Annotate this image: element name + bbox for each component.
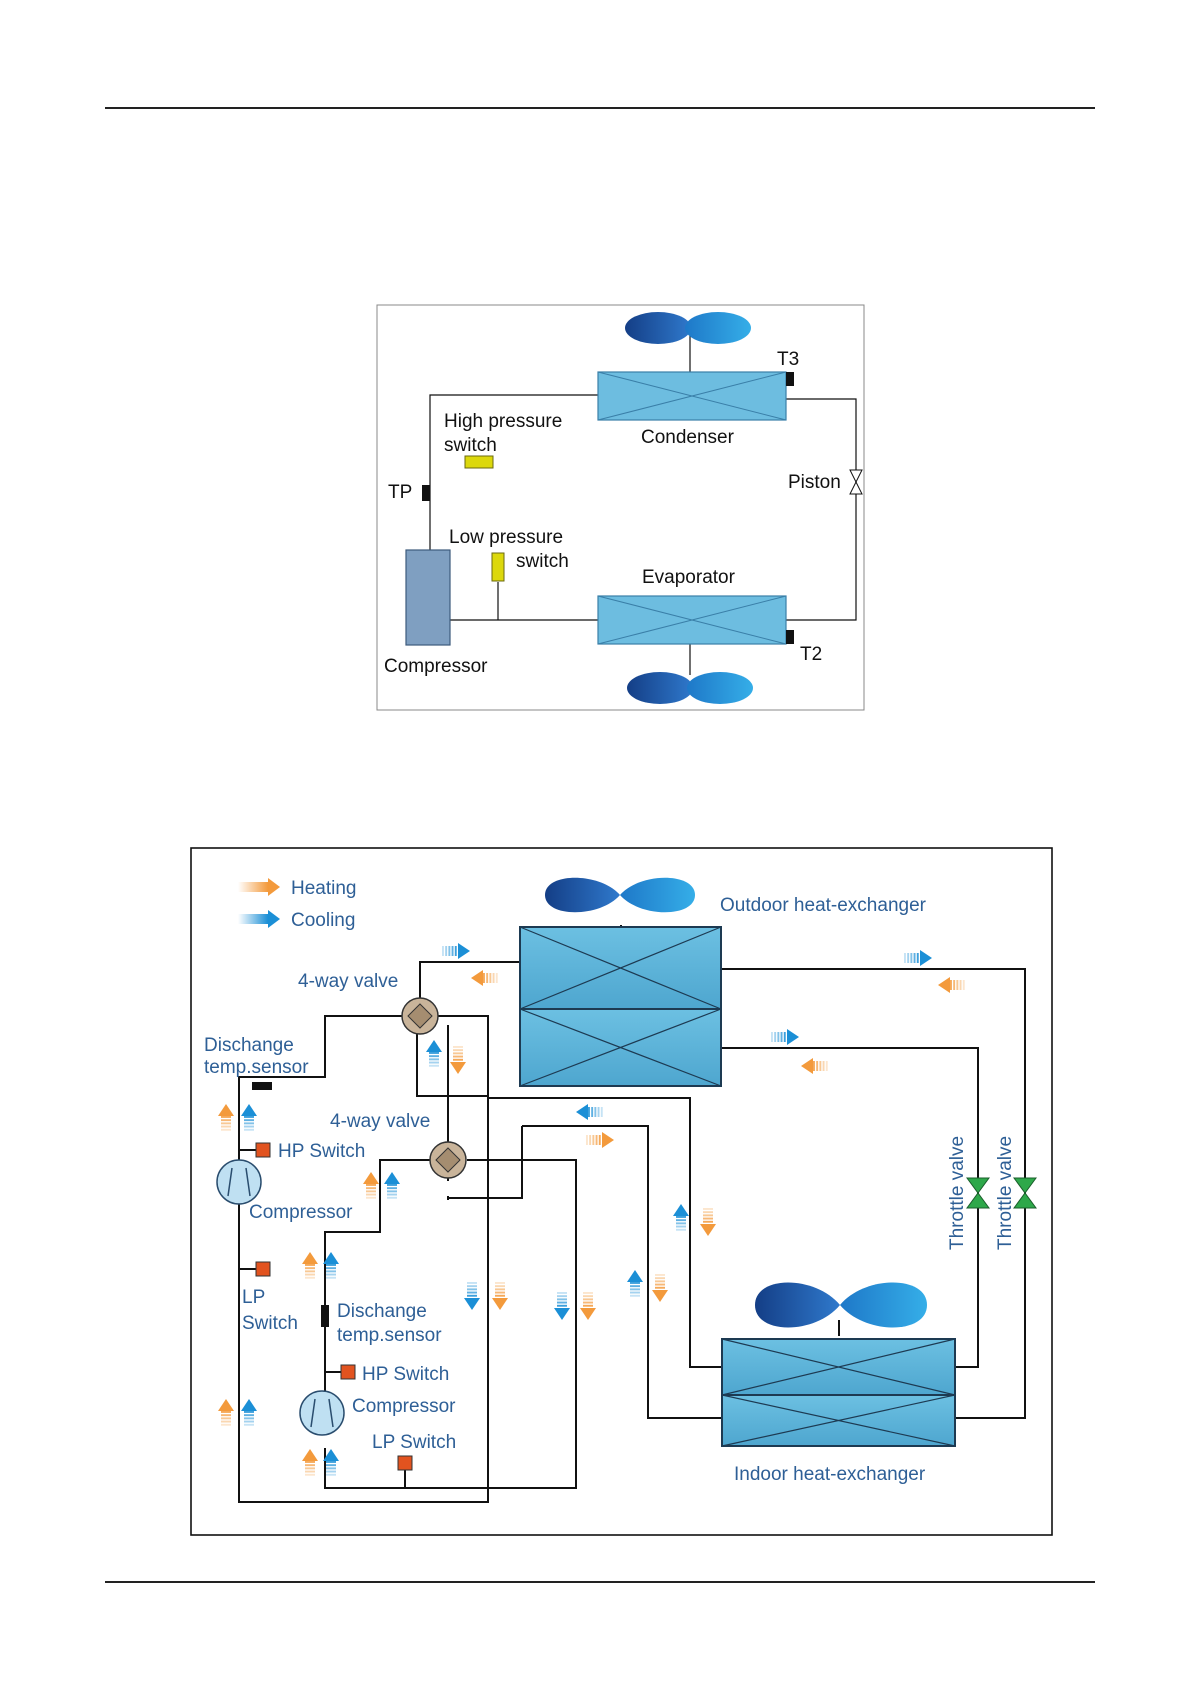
tp-label: TP [388,482,412,503]
lp-switch-top-label-2: Switch [242,1313,298,1334]
flow-arrows [218,943,965,1476]
heating-flow-arrow [471,970,498,986]
throttle-valve-2 [1013,1177,1037,1209]
compressor-bottom [299,1390,345,1436]
condenser-fan [625,312,751,344]
compressor-bottom-label: Compressor [352,1396,456,1417]
cooling-flow-arrow [576,1104,603,1120]
cooling-flow-arrow [673,1204,689,1231]
discharge-sensor-top [252,1082,272,1090]
heating-flow-arrow [938,977,965,993]
diagram-basic-cycle: T3 Condenser High pressure switch TP Pis… [376,304,865,711]
heating-flow-arrow [218,1399,234,1426]
heating-flow-arrow [218,1104,234,1131]
discharge-sensor-top-label-1: Dischange [204,1035,294,1056]
outdoor-hx-label: Outdoor heat-exchanger [720,895,927,916]
t2-sensor [786,630,794,644]
cooling-flow-arrow [241,1104,257,1131]
legend-heating-label: Heating [291,878,357,899]
indoor-fan [755,1282,927,1328]
condenser-label: Condenser [641,427,735,448]
lp-switch-bottom [397,1455,413,1471]
throttle-valve-2-label: Throttle valve [995,1136,1016,1250]
t3-sensor [786,372,794,386]
heating-flow-arrow [492,1282,508,1310]
header-rule [105,107,1095,109]
discharge-sensor-top-label-2: temp.sensor [204,1057,309,1078]
throttle-valve-1 [966,1177,990,1209]
legend: Heating Cooling [238,878,357,931]
hp-switch-bottom-label: HP Switch [362,1364,449,1385]
piston-label: Piston [788,472,841,493]
t3-label: T3 [777,349,799,370]
evaporator-fan [627,672,753,704]
cooling-flow-arrow [323,1252,339,1279]
footer-rule [105,1581,1095,1583]
outdoor-heat-exchanger [519,926,722,1087]
heating-flow-arrow [700,1208,716,1236]
lp-switch-bottom-label: LP Switch [372,1432,456,1453]
low-pressure-switch [491,552,505,582]
high-pressure-switch-label-2: switch [444,435,497,456]
low-pressure-switch-label-1: Low pressure [449,527,563,548]
cooling-flow-arrow [904,950,932,966]
compressor-unit [405,549,451,646]
legend-cooling-arrow [238,910,280,928]
high-pressure-switch [464,455,494,469]
cooling-flow-arrow [384,1172,400,1199]
hp-switch-bottom [340,1364,356,1380]
heating-flow-arrow [302,1449,318,1476]
condenser-coil [597,371,787,421]
lp-switch-top [255,1261,271,1277]
legend-heating-arrow [238,878,280,896]
diagram2-frame [190,847,1053,1536]
evaporator-label: Evaporator [642,567,736,588]
cooling-flow-arrow [426,1040,442,1067]
piston-valve [849,469,863,495]
legend-cooling-label: Cooling [291,910,355,931]
heating-flow-arrow [450,1046,466,1074]
compressor-top [216,1159,262,1205]
heating-flow-arrow [801,1058,828,1074]
hp-switch-top-label: HP Switch [278,1141,365,1162]
heating-flow-arrow [580,1292,596,1320]
low-pressure-switch-label-2: switch [516,551,569,572]
indoor-hx-label: Indoor heat-exchanger [734,1464,926,1485]
lp-switch-top-label-1: LP [242,1287,265,1308]
hp-switch-top [255,1142,271,1158]
t2-label: T2 [800,644,822,665]
cooling-flow-arrow [442,943,470,959]
heating-flow-arrow [652,1274,668,1302]
compressor-label: Compressor [384,656,488,677]
cooling-flow-arrow [464,1282,480,1310]
four-way-valve-mid [429,1141,467,1179]
cooling-flow-arrow [323,1449,339,1476]
heating-flow-arrow [586,1132,614,1148]
heating-flow-arrow [363,1172,379,1199]
diagram1-frame [376,304,865,711]
cooling-flow-arrow [554,1292,570,1320]
compressor-top-label: Compressor [249,1202,353,1223]
outdoor-fan [545,877,695,913]
high-pressure-switch-label-1: High pressure [444,411,562,432]
evaporator-coil [597,595,787,645]
diagram-dual-compressor: Heating Cooling [190,847,1053,1536]
cooling-flow-arrow [627,1270,643,1297]
throttle-valve-1-label: Throttle valve [947,1136,968,1250]
heating-flow-arrow [302,1252,318,1279]
cooling-flow-arrow [241,1399,257,1426]
tp-sensor [422,485,430,501]
cooling-flow-arrow [771,1029,799,1045]
diagram2-pipes [238,925,1026,1503]
four-way-valve-top-label: 4-way valve [298,971,398,992]
indoor-heat-exchanger [721,1338,956,1447]
four-way-valve-mid-label: 4-way valve [330,1111,430,1132]
discharge-sensor-bottom-label-1: Dischange [337,1301,427,1322]
four-way-valve-top [401,997,439,1035]
discharge-sensor-bottom [321,1305,329,1327]
discharge-sensor-bottom-label-2: temp.sensor [337,1325,442,1346]
